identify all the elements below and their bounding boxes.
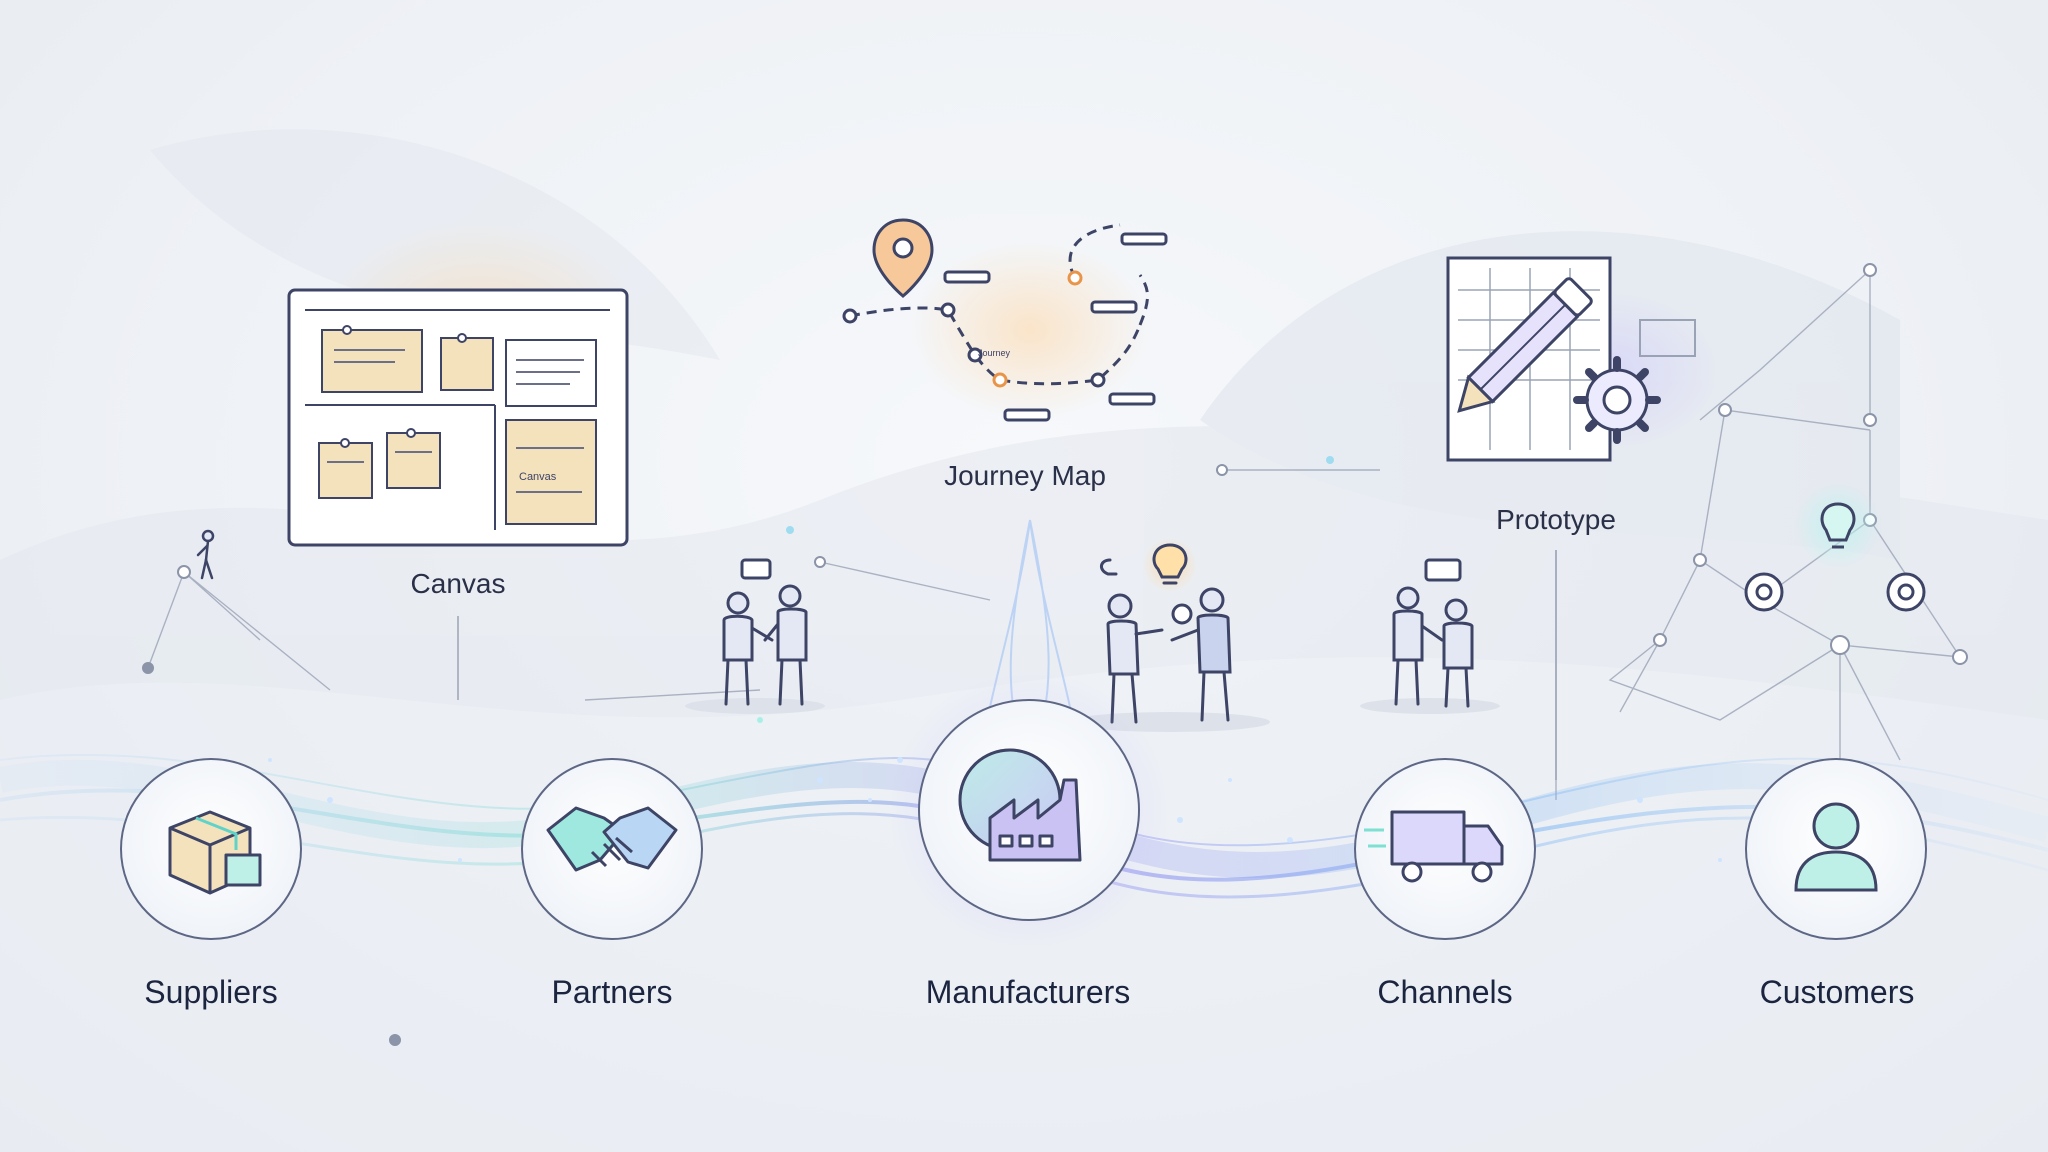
- walking-person-icon: [196, 529, 215, 580]
- prototype-pencil-gear-icon: [1446, 256, 1720, 462]
- tool-label-journey-map: Journey Map: [944, 460, 1106, 491]
- journey-map-icon: Journey: [842, 218, 1168, 422]
- stage-label-customers: Customers: [1759, 974, 1915, 1010]
- canvas-note-text: Canvas: [519, 471, 557, 483]
- gear-icon: [1744, 572, 1926, 612]
- stage-partners: [521, 758, 703, 940]
- handshake-icon: [546, 806, 678, 872]
- journey-note-text: Journey: [978, 348, 1011, 358]
- stage-channels: [1354, 758, 1536, 940]
- delivery-truck-icon: [1364, 810, 1504, 883]
- stage-label-suppliers: Suppliers: [144, 974, 278, 1010]
- tool-label-prototype: Prototype: [1496, 504, 1616, 535]
- people-collaborating-icon: [685, 558, 825, 714]
- stage-manufacturers: [889, 670, 1169, 950]
- factory-gear-icon: [958, 748, 1082, 862]
- tool-label-canvas: Canvas: [410, 568, 506, 599]
- boxes-icon: [168, 810, 262, 895]
- canvas-board-icon: Canvas: [287, 220, 640, 547]
- stage-label-manufacturers: Manufacturers: [925, 974, 1131, 1010]
- people-discussing-icon: [1360, 558, 1500, 714]
- stage-label-partners: Partners: [551, 974, 673, 1010]
- stage-suppliers: [120, 758, 302, 940]
- lightbulb-icon: [1794, 481, 1882, 569]
- stage-customers: [1745, 758, 1927, 940]
- stage-label-channels: Channels: [1377, 974, 1513, 1010]
- person-icon: [1794, 802, 1878, 892]
